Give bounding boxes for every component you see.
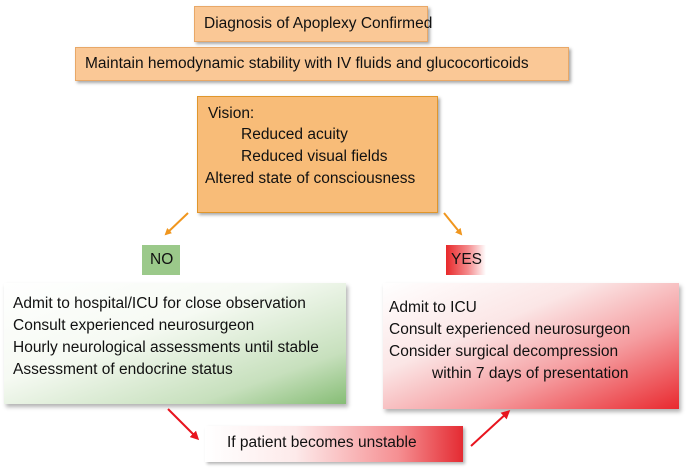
- arrow-unstable-to-yes: [470, 409, 511, 447]
- no-label-box: NO: [142, 245, 180, 275]
- no-plan-item: Hourly neurological assessments until st…: [13, 339, 319, 356]
- unstable-box: If patient becomes unstable: [205, 426, 463, 462]
- yes-label-box: YES: [446, 245, 486, 275]
- diagnosis-box: Diagnosis of Apoplexy Confirmed: [194, 6, 432, 42]
- yes-label: YES: [451, 251, 483, 268]
- no-plan-item: Assessment of endocrine status: [13, 361, 233, 378]
- diagnosis-text: Diagnosis of Apoplexy Confirmed: [204, 15, 433, 32]
- no-label: NO: [150, 251, 174, 268]
- arrow-to-yes: [443, 212, 463, 236]
- no-plan-item: Consult experienced neurosurgeon: [13, 317, 255, 334]
- maintain-text: Maintain hemodynamic stability with IV f…: [85, 55, 529, 72]
- no-plan-item: Admit to hospital/ICU for close observat…: [13, 295, 306, 312]
- criteria-vision: Vision:: [208, 105, 255, 122]
- arrow-to-no: [164, 212, 189, 236]
- yes-plan-item: Admit to ICU: [389, 299, 477, 316]
- criteria-box: Vision: Reduced acuity Reduced visual fi…: [197, 96, 438, 213]
- yes-plan-box: Admit to ICU Consult experienced neurosu…: [383, 283, 679, 409]
- yes-plan-item: within 7 days of presentation: [432, 365, 629, 382]
- no-plan-box: Admit to hospital/ICU for close observat…: [4, 283, 346, 404]
- yes-plan-item: Consult experienced neurosurgeon: [389, 321, 631, 338]
- yes-plan-item: Consider surgical decompression: [389, 343, 619, 360]
- maintain-box: Maintain hemodynamic stability with IV f…: [75, 47, 569, 81]
- unstable-text: If patient becomes unstable: [227, 434, 417, 451]
- criteria-consciousness: Altered state of consciousness: [205, 170, 416, 187]
- criteria-fields: Reduced visual fields: [241, 148, 388, 165]
- arrow-no-to-unstable: [167, 408, 200, 441]
- criteria-acuity: Reduced acuity: [241, 126, 348, 143]
